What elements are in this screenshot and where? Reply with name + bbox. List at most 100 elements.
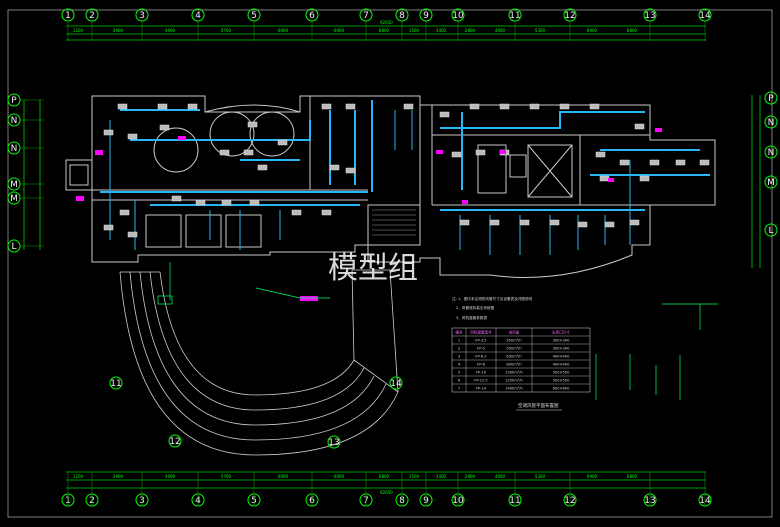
axis-bubble-7: 7 bbox=[359, 8, 373, 41]
table-cell: 800m³/h bbox=[506, 363, 521, 367]
annotation-lines bbox=[157, 262, 718, 400]
dimension-text: 6900 bbox=[278, 474, 289, 479]
curved-axis-bubble-12: 12 bbox=[168, 434, 182, 448]
fan-coil-unit bbox=[439, 111, 450, 118]
curved-axis-bubble-11: 11 bbox=[109, 376, 123, 390]
axis-label: 13 bbox=[644, 11, 655, 21]
axis-bubble-9: 9 bbox=[419, 8, 433, 41]
table-cell: FP-6.3 bbox=[475, 355, 486, 359]
table-cell: 2 bbox=[458, 347, 460, 351]
right-dimension-lines bbox=[751, 95, 761, 268]
axis-label: L bbox=[768, 226, 773, 236]
dimension-text: 1500 bbox=[409, 28, 420, 33]
axis-label: 4 bbox=[195, 11, 201, 21]
axis-bubble-7: 7 bbox=[359, 472, 373, 507]
fan-coil-unit bbox=[599, 175, 610, 182]
fan-coil-unit bbox=[219, 149, 230, 156]
axis-label: 11 bbox=[110, 379, 121, 389]
fan-coil-unit bbox=[257, 164, 268, 171]
axis-label: N bbox=[11, 144, 18, 154]
dimension-text: 4500 bbox=[495, 28, 506, 33]
fan-coil-unit bbox=[103, 224, 114, 231]
fan-coil-unit bbox=[195, 199, 206, 206]
dimension-text: 3900 bbox=[165, 28, 176, 33]
watermark: 模型组 bbox=[328, 251, 418, 286]
axis-bubble-5: 5 bbox=[247, 8, 261, 41]
axis-label: L bbox=[11, 242, 16, 252]
axis-bubble-6: 6 bbox=[305, 472, 319, 507]
axis-bubble-left-P: P bbox=[7, 93, 44, 107]
dimension-text: 3400 bbox=[436, 474, 447, 479]
axis-label: 6 bbox=[309, 11, 315, 21]
dimension-texts: 1200120039003900390039005700570069006900… bbox=[73, 28, 638, 479]
fan-coil-unit bbox=[159, 124, 170, 131]
fan-coil-unit bbox=[277, 139, 288, 146]
axis-bubble-left-M: M bbox=[7, 177, 44, 191]
axis-bubble-8: 8 bbox=[395, 8, 409, 41]
axis-bubble-11: 1 bbox=[61, 8, 75, 41]
axis-label: 8 bbox=[399, 11, 405, 21]
dimension-text: 6800 bbox=[379, 474, 390, 479]
table-cell: 风机盘管型号 bbox=[470, 330, 492, 335]
curved-axis-bubble-13: 13 bbox=[327, 435, 341, 449]
dimension-text: 4500 bbox=[495, 474, 506, 479]
table-cell: 6 bbox=[458, 379, 461, 383]
duct-network bbox=[100, 100, 710, 255]
dimension-text: 1500 bbox=[409, 474, 420, 479]
table-cell: 送风量 bbox=[509, 330, 520, 335]
table-cell: 500m³/h bbox=[506, 347, 521, 351]
axis-bubble-13: 13 bbox=[643, 8, 657, 41]
table-cell: 600×600 bbox=[553, 387, 570, 391]
axis-bubble-13: 13 bbox=[643, 472, 657, 507]
fan-coil-unit bbox=[127, 133, 138, 140]
axis-bubble-10: 10 bbox=[451, 8, 465, 41]
axis-bubble-10: 10 bbox=[451, 472, 465, 507]
top-dimension-lines bbox=[66, 25, 706, 41]
axis-bubble-8: 8 bbox=[395, 472, 409, 507]
table-cell: 400×400 bbox=[553, 363, 570, 367]
axis-label: M bbox=[767, 178, 775, 188]
axis-bubble-5: 5 bbox=[247, 472, 261, 507]
curved-axis-bubbles: 11 12 13 14 bbox=[109, 376, 403, 449]
axis-bubble-right-N: N bbox=[764, 145, 778, 159]
fan-coil-unit bbox=[629, 219, 640, 226]
table-cell: 500×500 bbox=[553, 379, 570, 383]
axis-bubble-left-L: L bbox=[7, 239, 44, 253]
axis-bubble-right-L: L bbox=[764, 223, 778, 237]
axis-label: N bbox=[11, 116, 18, 126]
axis-label: 14 bbox=[390, 379, 402, 389]
bottom-dimension-lines bbox=[66, 471, 706, 489]
curved-auditorium bbox=[119, 269, 399, 456]
axis-label: 2 bbox=[89, 11, 95, 21]
axis-bubble-3: 3 bbox=[135, 8, 149, 41]
dimension-text: 3900 bbox=[113, 28, 124, 33]
fan-coil-unit bbox=[117, 103, 128, 110]
table-cell: 400×400 bbox=[553, 355, 570, 359]
axis-label: 14 bbox=[699, 11, 711, 21]
table-cell: 3 bbox=[458, 355, 460, 359]
axis-label: 11 bbox=[509, 11, 520, 21]
fan-coil-unit bbox=[157, 103, 168, 110]
table-cell: 500×500 bbox=[553, 371, 570, 375]
axis-label: M bbox=[10, 180, 18, 190]
equipment-tags bbox=[76, 128, 662, 301]
dimension-text: 1200 bbox=[73, 474, 84, 479]
axis-label: 7 bbox=[363, 11, 369, 21]
table-cell: FP-12.5 bbox=[474, 379, 487, 383]
fan-coil-unit bbox=[639, 175, 650, 182]
axis-label: 5 bbox=[251, 11, 257, 21]
fan-coil-unit bbox=[321, 103, 332, 110]
fan-coil-unit bbox=[171, 195, 182, 202]
axis-bubble-11: 1 bbox=[61, 472, 75, 507]
fan-coil-unit bbox=[529, 103, 540, 110]
fan-coil-unit bbox=[221, 199, 232, 206]
table-cell: 300×300 bbox=[553, 339, 570, 343]
